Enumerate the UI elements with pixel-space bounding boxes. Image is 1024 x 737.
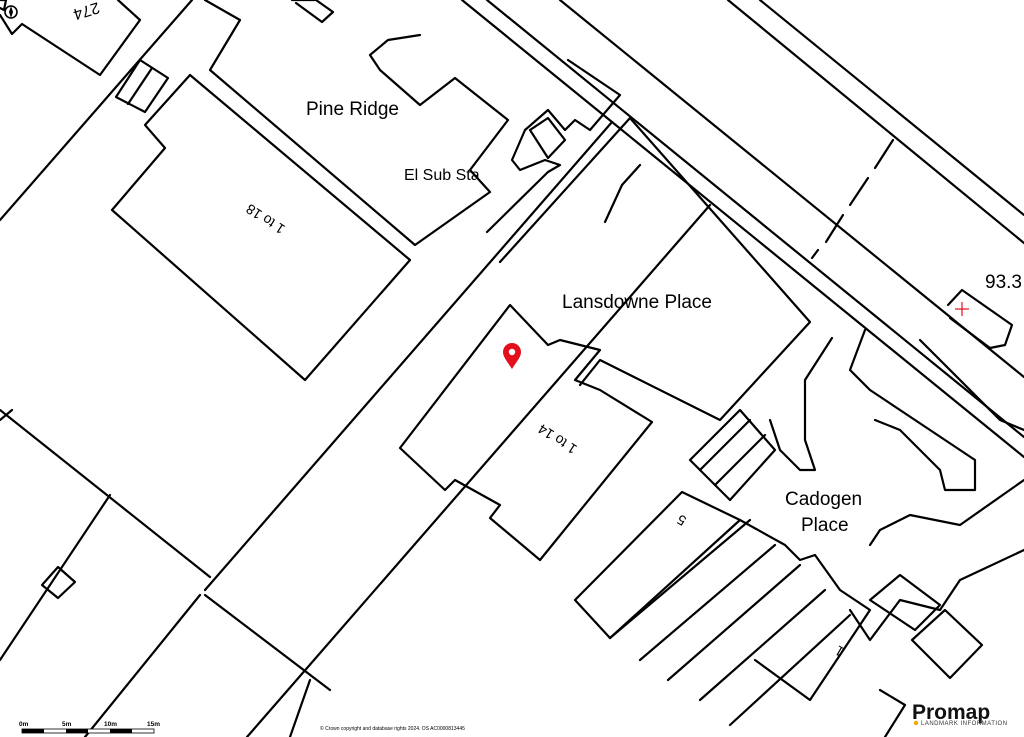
marker-shape bbox=[503, 343, 521, 369]
scale-tick-10: 10m bbox=[104, 721, 117, 728]
location-pin-icon bbox=[503, 343, 521, 369]
scale-bar: 0m 5m 10m 15m bbox=[19, 721, 160, 734]
west-plots bbox=[0, 408, 332, 737]
label-pine-ridge: Pine Ridge bbox=[306, 99, 399, 120]
property-274: 274 bbox=[0, 0, 142, 77]
brand-name: Promap bbox=[912, 701, 990, 724]
spot-height: 93.3 bbox=[946, 272, 1022, 350]
scale-tick-5: 5m bbox=[62, 721, 72, 728]
pine-ridge-block bbox=[203, 0, 622, 247]
label-house-274: 274 bbox=[71, 0, 102, 22]
garage-block bbox=[114, 58, 170, 114]
survey-cross-icon bbox=[955, 302, 969, 316]
label-spot-height: 93.3 bbox=[985, 272, 1022, 293]
main-road bbox=[0, 0, 712, 737]
terrace-houses: 5 1 bbox=[573, 490, 984, 737]
copyright-notice: © Crown copyright and database rights 20… bbox=[320, 725, 465, 732]
label-el-sub-sta: El Sub Sta bbox=[404, 167, 480, 184]
promap-logo: Promap LANDMARK INFORMATION bbox=[912, 701, 1008, 727]
scale-tick-0: 0m bbox=[19, 721, 29, 728]
compass-icon bbox=[4, 5, 18, 19]
northeast-road bbox=[460, 0, 1024, 459]
brand-tagline: LANDMARK INFORMATION bbox=[921, 721, 1008, 727]
label-cadogen: Cadogen bbox=[785, 489, 862, 510]
label-lansdowne-place: Lansdowne Place bbox=[562, 292, 712, 313]
scale-tick-15: 15m bbox=[147, 721, 160, 728]
brand-dot-icon bbox=[913, 720, 919, 726]
lansdowne-place-block bbox=[398, 116, 812, 562]
label-place: Place bbox=[801, 515, 849, 536]
cadogen-place-block bbox=[688, 328, 1024, 642]
